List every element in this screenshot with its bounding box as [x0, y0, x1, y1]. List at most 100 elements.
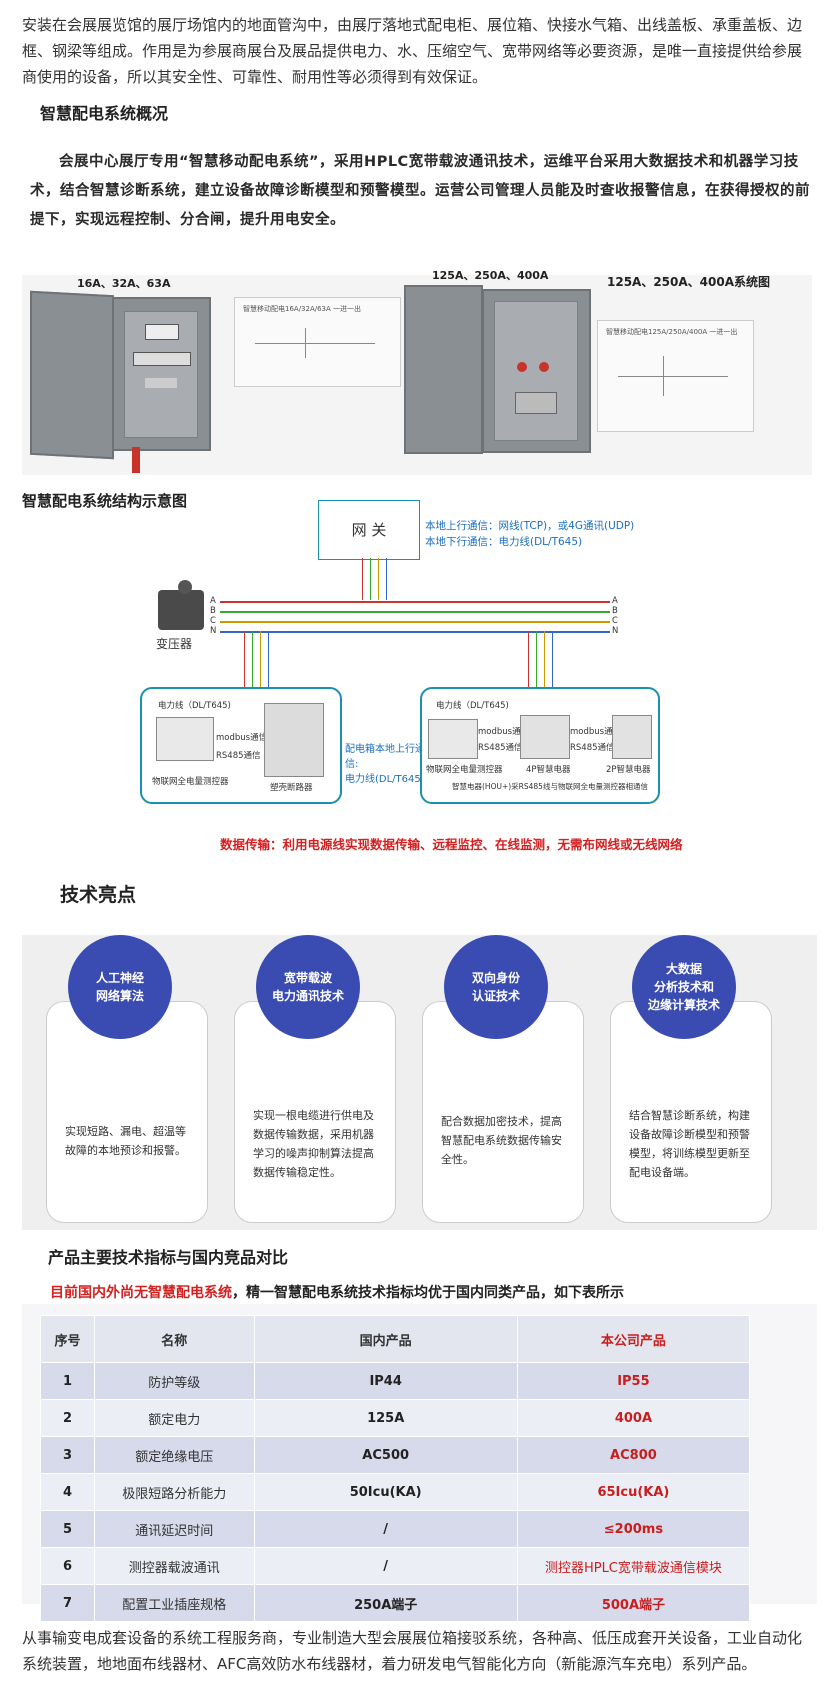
table-row: 3 额定绝缘电压 AC500 AC800	[39, 1436, 751, 1474]
cell-index: 5	[39, 1510, 96, 1548]
cell-domestic: /	[253, 1547, 518, 1585]
cell-ours: ≤200ms	[516, 1510, 751, 1548]
large-cabinet-door	[404, 285, 483, 454]
small-cabinet-body	[112, 297, 211, 451]
structure-diagram: 网 关 本地上行通信：网线(TCP)，或4G通讯(UDP) 本地下行通信：电力线…	[140, 500, 740, 830]
col-header-domestic: 国内产品	[253, 1315, 518, 1363]
left-breaker-device	[264, 703, 324, 777]
mini-diagram-large-title: 智慧移动配电125A/250A/400A 一进一出	[606, 328, 738, 336]
highlight-card-4: 结合智慧诊断系统，构建设备故障诊断模型和预警模型，将训练模型更新至配电设备端。	[610, 1001, 772, 1223]
table-row: 4 极限短路分析能力 50Icu(KA) 65Icu(KA)	[39, 1473, 751, 1511]
right-4p-label: 4P智慧电器	[526, 765, 571, 775]
left-distribution-box: 电力线（DL/T645) modbus通信 RS485通信 物联网全电量测控器 …	[140, 687, 342, 804]
left-breaker-label: 塑壳断路器	[270, 783, 313, 793]
right-footer-note: 智慧电器(HOU+)采RS485线与物联网全电量测控器相通信	[452, 782, 648, 791]
right-4p-device	[520, 715, 570, 759]
transformer-icon	[158, 590, 204, 630]
mini-diagram-small-title: 智慧移动配电16A/32A/63A 一进一出	[243, 305, 362, 313]
cell-name: 配置工业插座规格	[94, 1584, 255, 1622]
phase-b-label: B	[210, 606, 216, 616]
right-2p-device	[612, 715, 652, 759]
overview-body: 会展中心展厅专用“智慧移动配电系统”，采用HPLC宽带载波通讯技术，运维平台采用…	[30, 154, 810, 228]
right-rs485-1-label: RS485通信	[478, 743, 523, 753]
mini-diagram-small: 智慧移动配电16A/32A/63A 一进一出	[234, 297, 401, 387]
data-transmission-note: 数据传输：利用电源线实现数据传输、远程监控、在线监测，无需布网线或无线网络	[220, 837, 683, 852]
left-meter-label: 物联网全电量测控器	[152, 777, 229, 787]
uplink-note: 本地上行通信：网线(TCP)，或4G通讯(UDP)	[425, 520, 635, 532]
highlight-card-3-title: 双向身份 认证技术	[444, 935, 548, 1039]
cell-ours: 500A端子	[516, 1584, 751, 1622]
col-header-name: 名称	[94, 1315, 255, 1363]
intro-paragraph: 安装在会展展览馆的展厅场馆内的地面管沟中，由展厅落地式配电柜、展位箱、快接水气箱…	[22, 16, 803, 86]
plug-cable	[132, 447, 140, 473]
footer-paragraph: 从事输变电成套设备的系统工程服务商，专业制造大型会展展位箱接驳系统，各种高、低压…	[22, 1629, 803, 1673]
gateway-box: 网 关	[318, 500, 420, 560]
cell-index: 7	[39, 1584, 96, 1622]
table-row: 1 防护等级 IP44 IP55	[39, 1362, 751, 1400]
highlight-card-1-title: 人工神经 网络算法	[68, 935, 172, 1039]
highlight-card-2-text: 实现一根电缆进行供电及数据传输数据，采用机器学习的噪声抑制算法提高数据传输稳定性…	[253, 1109, 374, 1179]
right-meter-label: 物联网全电量测控器	[426, 765, 503, 775]
cell-domestic: 125A	[253, 1399, 518, 1437]
left-rs485-label: RS485通信	[216, 751, 261, 761]
caption-large-cabinet: 125A、250A、400A	[432, 269, 549, 282]
highlights-panel: 实现短路、漏电、超温等故障的本地预诊和报警。 人工神经 网络算法 实现一根电缆进…	[22, 935, 817, 1230]
small-cabinet-photo	[30, 290, 114, 460]
highlight-card-1-text: 实现短路、漏电、超温等故障的本地预诊和报警。	[65, 1125, 186, 1157]
cell-ours: 测控器HPLC宽带载波通信模块	[516, 1547, 751, 1585]
table-row: 2 额定电力 125A 400A	[39, 1399, 751, 1437]
highlights-heading: 技术亮点	[60, 884, 137, 906]
comparison-heading: 产品主要技术指标与国内竞品对比	[48, 1248, 289, 1267]
left-modbus-label: modbus通信	[216, 733, 268, 743]
cell-name: 额定电力	[94, 1399, 255, 1437]
phase-c-label: C	[210, 616, 216, 626]
cell-name: 极限短路分析能力	[94, 1473, 255, 1511]
cell-name: 防护等级	[94, 1362, 255, 1400]
table-row: 6 测控器载波通讯 / 测控器HPLC宽带载波通信模块	[39, 1547, 751, 1585]
table-header-row: 序号 名称 国内产品 本公司产品	[39, 1315, 751, 1363]
cell-index: 3	[39, 1436, 96, 1474]
structure-heading: 智慧配电系统结构示意图	[22, 492, 188, 510]
left-meter-device	[156, 717, 214, 761]
phase-n-label: N	[210, 626, 217, 636]
highlight-card-2-title: 宽带载波 电力通讯技术	[256, 935, 360, 1039]
cell-index: 1	[39, 1362, 96, 1400]
right-modbus1-label: modbus通信	[478, 727, 530, 737]
right-2p-label: 2P智慧电器	[606, 765, 651, 775]
highlight-card-4-text: 结合智慧诊断系统，构建设备故障诊断模型和预警模型，将训练模型更新至配电设备端。	[629, 1109, 750, 1179]
right-meter-device	[428, 719, 478, 759]
cell-index: 4	[39, 1473, 96, 1511]
cell-index: 6	[39, 1547, 96, 1585]
left-box-label: 电力线（DL/T645)	[158, 701, 231, 711]
highlight-card-4-title: 大数据 分析技术和 边缘计算技术	[632, 935, 736, 1039]
cell-name: 测控器载波通讯	[94, 1547, 255, 1585]
comparison-lead: 目前国内外尚无智慧配电系统，精一智慧配电系统技术指标均优于国内同类产品，如下表所…	[50, 1282, 624, 1302]
mini-diagram-large: 智慧移动配电125A/250A/400A 一进一出	[597, 320, 754, 432]
product-photo-strip: 16A、32A、63A 智慧移动配电16A/32A/63A 一进一出 125A、…	[22, 269, 812, 475]
downlink-note: 本地下行通信：电力线(DL/T645)	[425, 536, 583, 548]
table-row: 7 配置工业插座规格 250A端子 500A端子	[39, 1584, 751, 1622]
cell-ours: 65Icu(KA)	[516, 1473, 751, 1511]
cell-ours: IP55	[516, 1362, 751, 1400]
cell-index: 2	[39, 1399, 96, 1437]
right-box-label: 电力线（DL/T645)	[436, 701, 509, 711]
right-rs485-2-label: RS485通信	[570, 743, 615, 753]
overview-heading: 智慧配电系统概况	[40, 104, 169, 123]
comparison-table: 序号 名称 国内产品 本公司产品 1 防护等级 IP44 IP55 2 额定电力…	[39, 1315, 751, 1622]
large-cabinet-body	[482, 289, 591, 453]
comparison-lead-red: 目前国内外尚无智慧配电系统	[50, 1285, 232, 1301]
center-note: 配电箱本地上行通信: 电力线(DL/T645)	[345, 744, 425, 785]
cell-ours: 400A	[516, 1399, 751, 1437]
caption-system-diagram: 125A、250A、400A系统图	[607, 275, 771, 289]
table-row: 5 通讯延迟时间 / ≤200ms	[39, 1510, 751, 1548]
highlight-card-3-text: 配合数据加密技术，提高智慧配电系统数据传输安全性。	[441, 1115, 562, 1166]
cell-name: 通讯延迟时间	[94, 1510, 255, 1548]
col-header-ours: 本公司产品	[516, 1315, 751, 1363]
transformer-label: 变压器	[156, 637, 193, 651]
right-modbus2-label: modbus通信	[570, 727, 622, 737]
cell-domestic: /	[253, 1510, 518, 1548]
right-distribution-box: 电力线（DL/T645) modbus通信 RS485通信 modbus通信 R…	[420, 687, 660, 804]
comparison-lead-rest: ，精一智慧配电系统技术指标均优于国内同类产品，如下表所示	[232, 1285, 624, 1301]
phase-a-label: A	[210, 596, 216, 606]
cell-domestic: AC500	[253, 1436, 518, 1474]
